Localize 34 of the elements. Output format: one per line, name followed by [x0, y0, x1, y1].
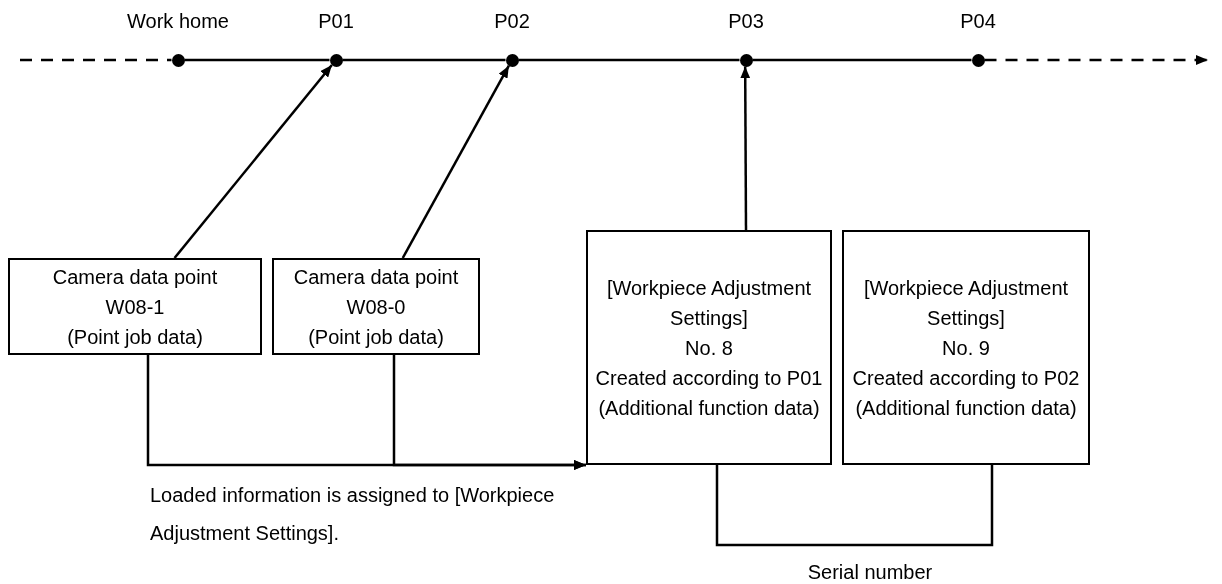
- arrow: [173, 64, 333, 259]
- box-text: Camera data point: [52, 264, 218, 290]
- timeline-line: [20, 58, 172, 62]
- arrow: [740, 66, 751, 230]
- box-text: No. 8: [685, 335, 733, 361]
- box-text: (Additional function data): [855, 395, 1077, 421]
- box-text: W08-1: [105, 294, 165, 320]
- box-text: Created according to P02: [852, 365, 1080, 391]
- point-label: P03: [728, 9, 764, 34]
- box-text: Created according to P01: [595, 365, 823, 391]
- box-text: No. 9: [942, 335, 990, 361]
- box-text: Camera data point: [293, 264, 459, 290]
- box-text: (Point job data): [308, 324, 444, 350]
- arrow: [984, 55, 1208, 65]
- timeline-line: [752, 58, 972, 62]
- box-text: (Point job data): [67, 324, 203, 350]
- timeline-line: [342, 58, 506, 62]
- box-text: (Additional function data): [598, 395, 820, 421]
- point-label: Work home: [127, 9, 229, 34]
- timeline-line: [184, 58, 330, 62]
- data-box: [272, 258, 480, 355]
- bracket-line: [715, 465, 994, 547]
- point-label: P01: [318, 9, 354, 34]
- box-text: W08-0: [346, 294, 406, 320]
- point-label: P04: [960, 9, 996, 34]
- arrow: [392, 355, 586, 470]
- box-text: [Workpiece Adjustment Settings]: [605, 275, 813, 331]
- box-text: [Workpiece Adjustment Settings]: [862, 275, 1070, 331]
- data-box: [842, 230, 1090, 465]
- point-label: P02: [494, 9, 530, 34]
- data-box: [8, 258, 262, 355]
- data-box: [586, 230, 832, 465]
- arrow: [401, 65, 510, 259]
- timeline-line: [518, 58, 740, 62]
